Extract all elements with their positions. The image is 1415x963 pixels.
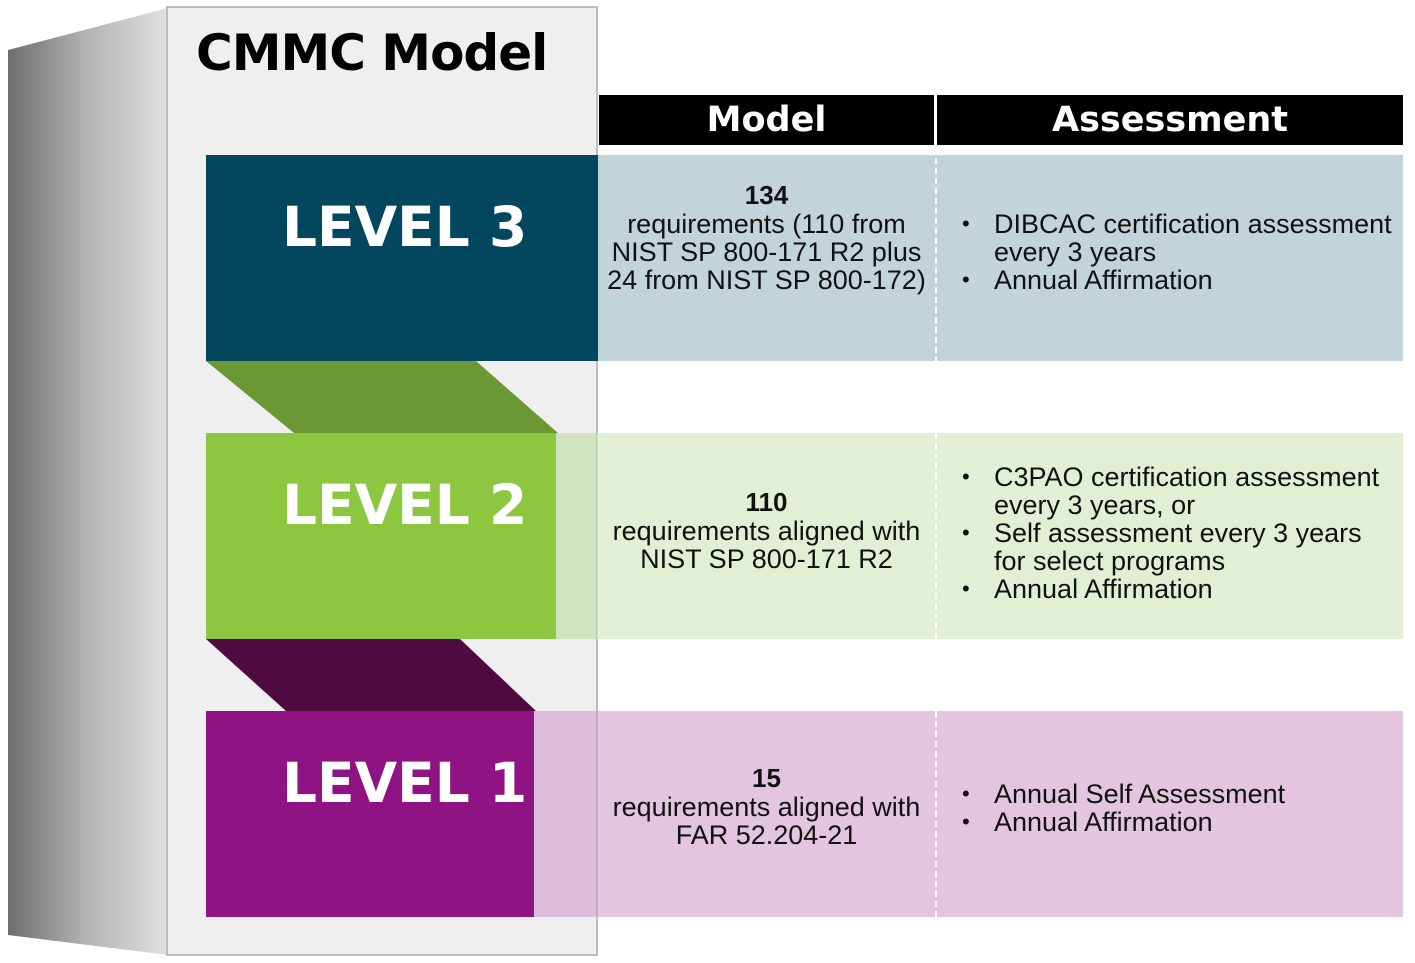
column-divider — [935, 711, 937, 917]
assessment-item: Self assessment every 3 years for select… — [958, 519, 1398, 575]
requirement-count: 15 — [752, 763, 781, 793]
level-1-label: LEVEL 1 — [282, 751, 528, 815]
level-3-model-cell: 134 requirements (110 from NIST SP 800-1… — [600, 180, 933, 294]
requirement-text: requirements (110 from NIST SP 800-171 R… — [607, 209, 926, 295]
page-title: CMMC Model — [196, 24, 548, 82]
level-fold-2-1 — [206, 639, 536, 711]
box-side-shadow — [8, 8, 168, 955]
level-3-block: LEVEL 3 — [206, 155, 598, 361]
requirement-count: 134 — [744, 180, 789, 210]
requirement-text: requirements aligned with FAR 52.204-21 — [612, 792, 921, 850]
assessment-item: Annual Affirmation — [958, 808, 1398, 836]
level-2-block: LEVEL 2 — [206, 433, 556, 639]
level-2-model-cell: 110 requirements aligned with NIST SP 80… — [600, 487, 933, 573]
level-2-overlap — [556, 433, 598, 639]
assessment-item: Annual Self Assessment — [958, 780, 1398, 808]
assessment-item: Annual Affirmation — [958, 266, 1398, 294]
column-divider — [935, 148, 937, 363]
requirement-text: requirements aligned with NIST SP 800-17… — [612, 516, 921, 574]
level-1-overlap — [534, 711, 598, 917]
requirement-count: 110 — [745, 487, 788, 517]
model-column-header: Model — [599, 95, 934, 145]
level-1-block: LEVEL 1 — [206, 711, 534, 917]
assessment-column-header: Assessment — [937, 95, 1403, 145]
column-divider — [935, 433, 937, 639]
assessment-item: C3PAO certification assessment every 3 y… — [958, 463, 1398, 519]
level-2-label: LEVEL 2 — [282, 473, 528, 537]
level-3-label: LEVEL 3 — [282, 195, 528, 259]
level-3-assessment-cell: DIBCAC certification assessment every 3 … — [958, 210, 1398, 294]
assessment-item: Annual Affirmation — [958, 575, 1398, 603]
assessment-item: DIBCAC certification assessment every 3 … — [958, 210, 1398, 266]
level-fold-3-2 — [206, 361, 558, 433]
level-2-assessment-cell: C3PAO certification assessment every 3 y… — [958, 463, 1398, 603]
level-1-assessment-cell: Annual Self Assessment Annual Affirmatio… — [958, 780, 1398, 836]
level-1-model-cell: 15 requirements aligned with FAR 52.204-… — [600, 763, 933, 849]
